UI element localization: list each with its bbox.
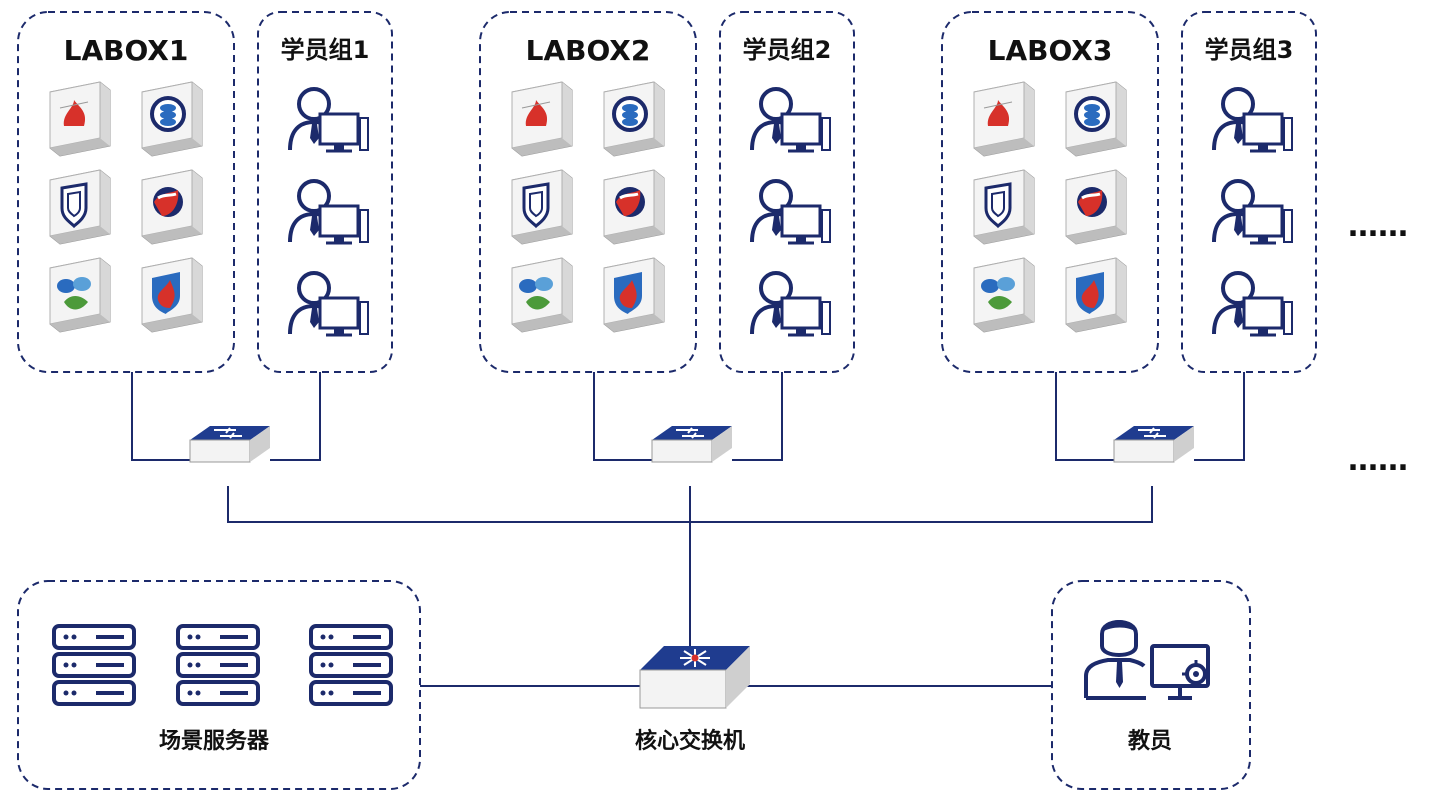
labox-uplink: [131, 372, 190, 461]
student-group-title: 学员组3: [1205, 36, 1294, 64]
server-rack-icon: [309, 624, 393, 706]
security-appliance: [973, 81, 1035, 157]
security-appliance: [973, 257, 1035, 333]
server-rack-icon: [52, 624, 136, 706]
student-pc-icon: [288, 179, 370, 245]
student-group-box: [1181, 11, 1317, 373]
labox-title: LABOX3: [988, 34, 1113, 67]
flame-shield-icon: [152, 272, 180, 314]
student-group-box: [257, 11, 393, 373]
student-pc-icon: [288, 87, 370, 153]
student-group-title: 学员组1: [281, 36, 370, 64]
lab-unit: LABOX1 学员组1: [17, 11, 393, 463]
teacher-box: [1051, 580, 1251, 790]
security-appliance: [49, 257, 111, 333]
labox-uplink: [1055, 372, 1114, 461]
access-switch-icon: [1113, 425, 1195, 463]
leaf-icon: [519, 277, 553, 310]
server-rack-icon: [176, 624, 260, 706]
wave-icon: [153, 187, 183, 217]
student-group-box: [719, 11, 855, 373]
security-appliance: [141, 81, 203, 157]
labox-uplink: [593, 372, 652, 461]
lab-unit: LABOX3 学员组3: [941, 11, 1317, 463]
database-icon: [1074, 96, 1110, 132]
teacher-caption: 教员: [1128, 728, 1172, 754]
flame-shield-icon: [614, 272, 642, 314]
firewall-icon: [983, 100, 1013, 126]
teacher-group: 教员: [1051, 580, 1251, 790]
security-appliance: [1065, 257, 1127, 333]
wave-icon: [615, 187, 645, 217]
shield-icon: [60, 182, 88, 229]
security-appliance: [141, 257, 203, 333]
security-appliance: [603, 257, 665, 333]
student-pc-icon: [750, 271, 832, 337]
database-icon: [150, 96, 186, 132]
student-group-title: 学员组2: [743, 36, 832, 64]
security-appliance: [511, 81, 573, 157]
security-appliance: [603, 169, 665, 245]
scene-servers-group: 场景服务器: [17, 580, 421, 790]
wave-icon: [1077, 187, 1107, 217]
student-pc-icon: [288, 271, 370, 337]
labox-title: LABOX2: [526, 34, 651, 67]
student-pc-icon: [1212, 179, 1294, 245]
group-uplink: [1194, 372, 1245, 461]
teacher-workstation-icon: [1084, 620, 1210, 700]
student-pc-icon: [750, 87, 832, 153]
security-appliance: [49, 169, 111, 245]
ellipsis-bottom: ……: [1348, 443, 1408, 478]
group-uplink: [732, 372, 783, 461]
leaf-icon: [57, 277, 91, 310]
security-appliance: [511, 257, 573, 333]
security-appliance: [511, 169, 573, 245]
database-icon: [612, 96, 648, 132]
lab-units: LABOX1 学员组1 LABOX2 学员组2 LABOX3 学员组3: [17, 11, 1317, 463]
shield-icon: [522, 182, 550, 229]
core-switch-icon: [639, 646, 750, 709]
security-appliance: [1065, 81, 1127, 157]
security-appliance: [973, 169, 1035, 245]
labox-box: [479, 11, 697, 373]
firewall-icon: [521, 100, 551, 126]
security-appliance: [141, 169, 203, 245]
leaf-icon: [981, 277, 1015, 310]
lab-unit: LABOX2 学员组2: [479, 11, 855, 463]
security-appliance: [49, 81, 111, 157]
scene-servers-caption: 场景服务器: [159, 729, 270, 754]
access-switch-icon: [189, 425, 271, 463]
student-pc-icon: [750, 179, 832, 245]
ellipsis-top: ……: [1348, 209, 1408, 244]
labox-box: [941, 11, 1159, 373]
aggregation-links: [227, 486, 1153, 650]
core-switch-caption: 核心交换机: [635, 728, 745, 754]
access-switch-icon: [651, 425, 733, 463]
student-pc-icon: [1212, 271, 1294, 337]
security-appliance: [603, 81, 665, 157]
shield-icon: [984, 182, 1012, 229]
flame-shield-icon: [1076, 272, 1104, 314]
security-appliance: [1065, 169, 1127, 245]
labox-box: [17, 11, 235, 373]
group-uplink: [270, 372, 321, 461]
student-pc-icon: [1212, 87, 1294, 153]
firewall-icon: [59, 100, 89, 126]
labox-title: LABOX1: [64, 34, 189, 67]
scene-servers-box: [17, 580, 421, 790]
